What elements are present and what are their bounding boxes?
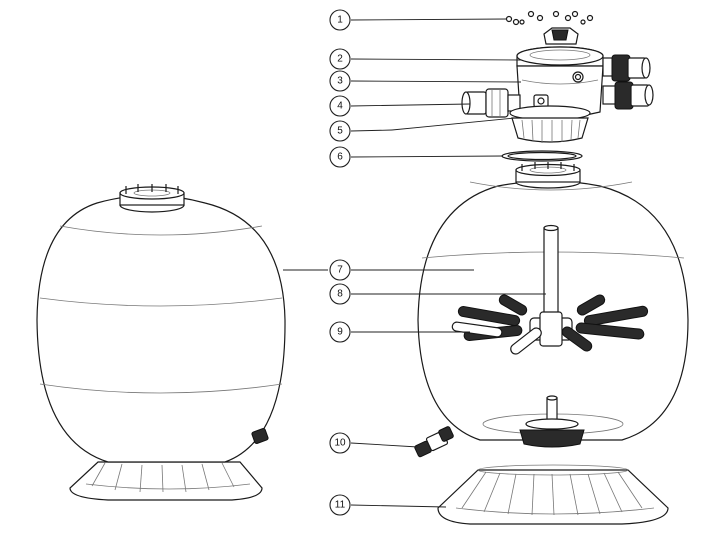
leader-lines [283,18,546,508]
svg-text:6: 6 [337,152,343,163]
svg-text:1: 1 [337,15,343,26]
left-union [461,88,521,118]
callout-8: 8 [329,283,351,305]
svg-text:10: 10 [334,438,346,449]
assembled-tank [36,194,286,463]
svg-text:7: 7 [337,265,343,276]
svg-text:2: 2 [337,54,343,65]
callout-2: 2 [329,48,351,70]
tank-base [437,464,669,525]
assembled-filter [36,184,286,501]
bottom-fitting [519,395,585,448]
svg-text:4: 4 [337,101,343,112]
right-union-upper [602,54,651,82]
svg-text:11: 11 [335,500,346,511]
callout-11: 11 [329,494,351,516]
svg-text:3: 3 [337,76,343,87]
bolt-set [505,10,594,26]
assembled-top-flange [119,184,185,213]
callout-3: 3 [329,70,351,92]
callout-5: 5 [329,120,351,142]
central-pipe [543,224,559,327]
right-union-lower [602,81,654,110]
o-ring-gasket [501,150,583,162]
drain-valve [414,426,454,458]
assembled-base [69,461,263,501]
assembled-drain [251,428,269,444]
multiport-valve [461,27,654,118]
callout-9: 9 [329,321,351,343]
valve-flange [509,105,591,143]
callout-4: 4 [329,95,351,117]
callout-1: 1 [329,9,351,31]
svg-text:5: 5 [337,126,343,137]
callout-7: 7 [329,259,351,281]
lateral-assembly [451,294,649,355]
svg-text:9: 9 [337,327,343,338]
svg-text:8: 8 [337,289,343,300]
callout-10: 10 [329,432,351,454]
callout-6: 6 [329,146,351,168]
